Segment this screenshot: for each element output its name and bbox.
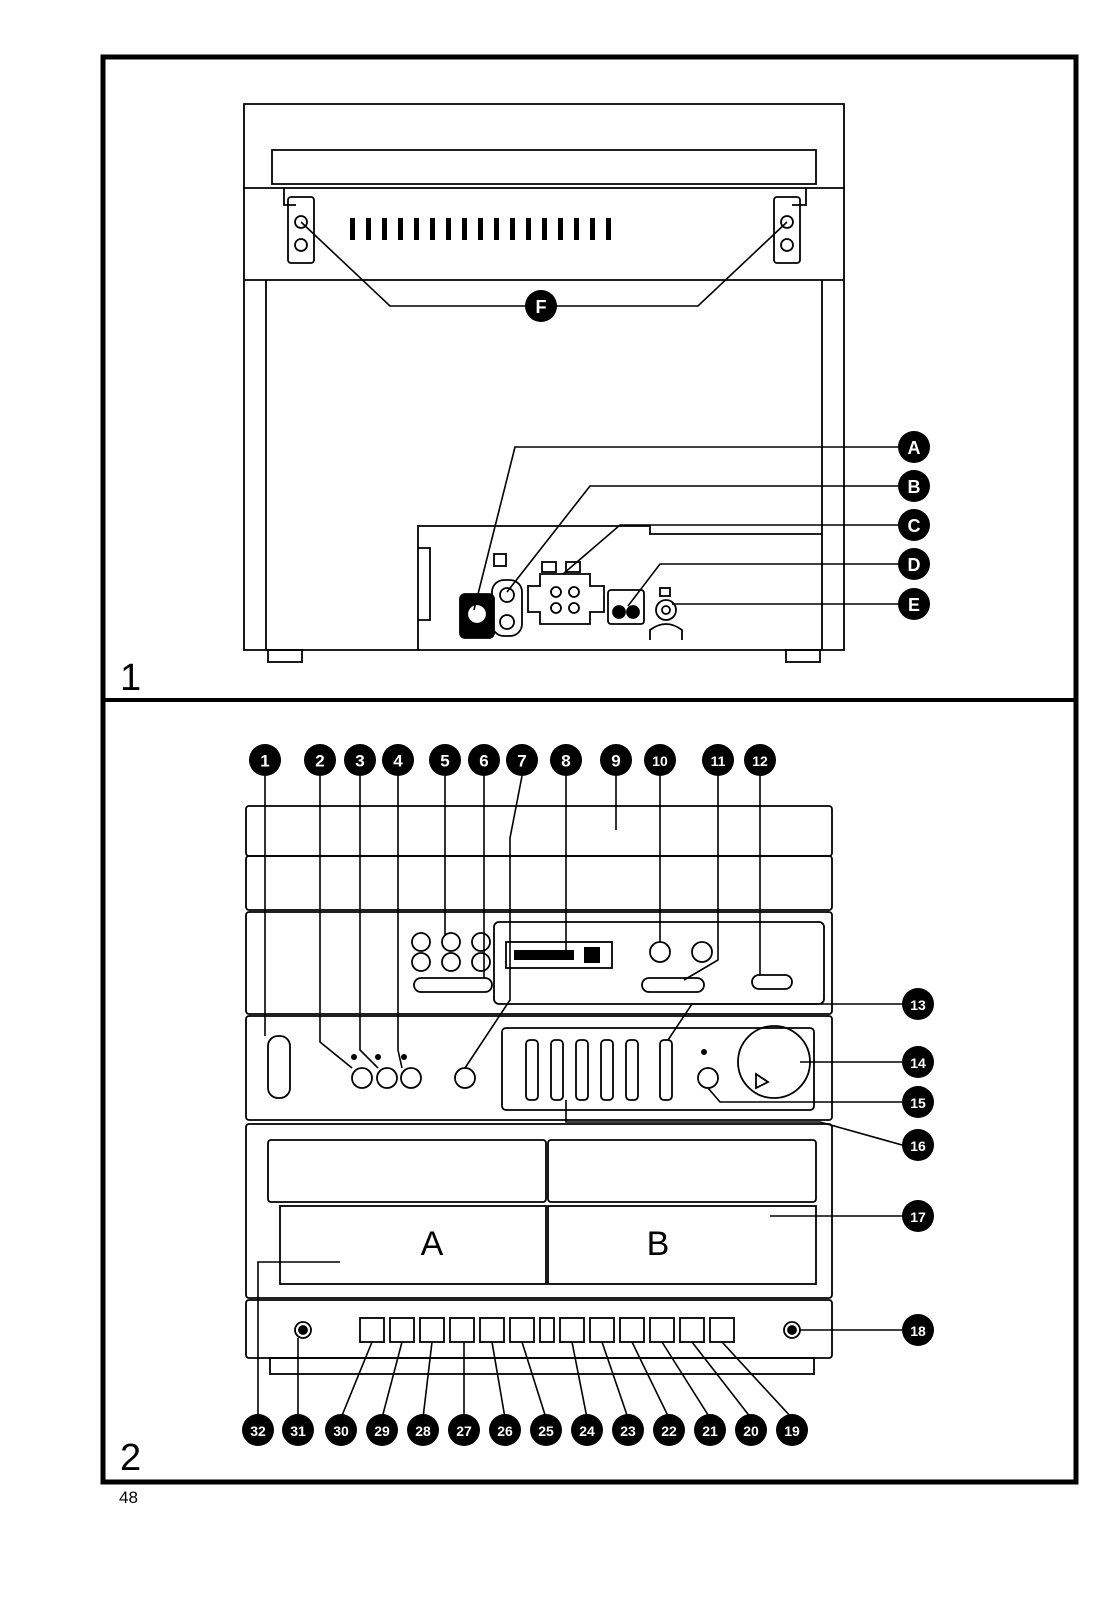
callout-23: 23 [612,1414,644,1446]
outer-frame [100,54,1079,1485]
svg-text:22: 22 [661,1423,677,1439]
callout-32: 32 [242,1414,274,1446]
svg-text:D: D [908,555,921,575]
svg-text:10: 10 [652,753,668,769]
svg-text:3: 3 [355,752,364,771]
svg-text:24: 24 [579,1423,595,1439]
svg-text:C: C [908,516,921,536]
front-leader-lines [257,775,903,1419]
svg-text:7: 7 [517,752,526,771]
svg-text:16: 16 [910,1138,926,1154]
callout-A: A [898,431,930,463]
svg-text:23: 23 [620,1423,636,1439]
deck-label-b: B [647,1225,670,1263]
svg-text:12: 12 [752,753,768,769]
svg-text:9: 9 [611,752,620,771]
callout-C: C [898,509,930,541]
svg-text:E: E [908,595,920,615]
svg-text:B: B [908,477,921,497]
callout-8: 8 [550,744,582,776]
svg-text:6: 6 [479,752,488,771]
svg-text:31: 31 [290,1423,306,1439]
callout-2: 2 [304,744,336,776]
svg-text:15: 15 [910,1095,926,1111]
callout-12: 12 [744,744,776,776]
callout-29: 29 [366,1414,398,1446]
callout-11: 11 [702,744,734,776]
callout-4: 4 [382,744,414,776]
callout-26: 26 [489,1414,521,1446]
svg-text:4: 4 [393,752,403,771]
svg-text:30: 30 [333,1423,349,1439]
callout-17: 17 [902,1200,934,1232]
svg-text:29: 29 [374,1423,390,1439]
callout-20: 20 [735,1414,767,1446]
callout-25: 25 [530,1414,562,1446]
svg-text:F: F [536,297,547,317]
svg-text:11: 11 [711,753,726,769]
svg-text:13: 13 [910,997,926,1013]
front-view-drawing [245,805,833,1375]
svg-text:28: 28 [415,1423,431,1439]
callout-7: 7 [506,744,538,776]
svg-text:18: 18 [910,1323,926,1339]
figure-1-number: 1 [120,657,141,699]
callout-9: 9 [600,744,632,776]
svg-text:32: 32 [250,1423,266,1439]
svg-text:5: 5 [440,752,449,771]
svg-text:1: 1 [260,752,269,771]
svg-text:17: 17 [910,1209,926,1225]
callout-3: 3 [344,744,376,776]
callout-18: 18 [902,1314,934,1346]
svg-text:2: 2 [315,752,324,771]
rear-leader-lines [300,221,898,611]
callout-24: 24 [571,1414,603,1446]
svg-text:14: 14 [910,1055,926,1071]
svg-text:25: 25 [538,1423,554,1439]
callout-E: E [898,588,930,620]
svg-text:26: 26 [497,1423,513,1439]
deck-label-a: A [421,1225,444,1263]
callout-16: 16 [902,1129,934,1161]
callout-21: 21 [694,1414,726,1446]
front-small-details [351,947,707,1060]
callout-31: 31 [282,1414,314,1446]
callout-5: 5 [429,744,461,776]
svg-text:27: 27 [456,1423,472,1439]
callout-27: 27 [448,1414,480,1446]
svg-text:20: 20 [743,1423,759,1439]
vent-slots [350,218,611,240]
callout-28: 28 [407,1414,439,1446]
callout-14: 14 [902,1046,934,1078]
callout-B: B [898,470,930,502]
svg-text:19: 19 [784,1423,800,1439]
callout-F: F [525,290,557,322]
callout-D: D [898,548,930,580]
callout-30: 30 [325,1414,357,1446]
svg-text:A: A [908,438,921,458]
callout-15: 15 [902,1086,934,1118]
callout-13: 13 [902,988,934,1020]
callout-1: 1 [249,744,281,776]
figure-2-number: 2 [120,1437,141,1479]
svg-text:8: 8 [561,752,570,771]
callout-6: 6 [468,744,500,776]
page-number: 48 [119,1488,138,1507]
rear-view-drawing [243,103,845,663]
callout-19: 19 [776,1414,808,1446]
callout-22: 22 [653,1414,685,1446]
callout-10: 10 [644,744,676,776]
svg-text:21: 21 [702,1423,718,1439]
